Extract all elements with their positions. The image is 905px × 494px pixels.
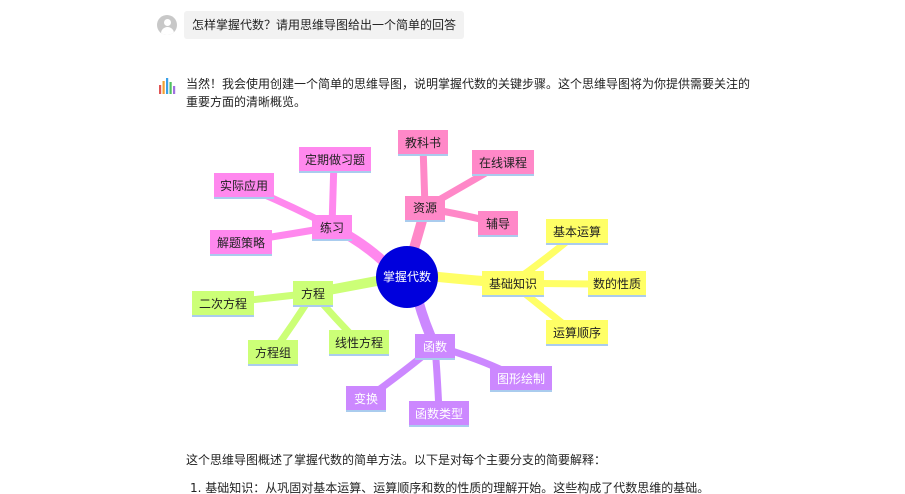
bot-logo-icon <box>159 78 176 94</box>
svg-text:二次方程: 二次方程 <box>199 296 247 311</box>
leaf-node-regular-exercise: 定期做习题 <box>299 147 371 173</box>
leaf-node-online-course: 在线课程 <box>472 150 534 176</box>
svg-text:方程组: 方程组 <box>255 345 291 360</box>
leaf-node-systems: 方程组 <box>248 340 298 366</box>
svg-text:辅导: 辅导 <box>486 217 510 231</box>
leaf-node-number-props: 数的性质 <box>588 271 646 297</box>
leaf-node-linear: 线性方程 <box>329 330 389 356</box>
svg-text:定期做习题: 定期做习题 <box>305 152 365 167</box>
svg-text:数的性质: 数的性质 <box>593 276 641 291</box>
center-node-label: 掌握代数 <box>383 269 431 284</box>
svg-text:实际应用: 实际应用 <box>220 178 268 193</box>
svg-text:基础知识: 基础知识 <box>489 277 537 291</box>
svg-text:函数类型: 函数类型 <box>415 406 463 421</box>
leaf-node-strategies: 解题策略 <box>210 230 272 256</box>
branch-node-functions: 函数 <box>415 334 455 360</box>
branch-node-equations: 方程 <box>293 281 333 307</box>
svg-text:方程: 方程 <box>301 286 325 301</box>
svg-text:基本运算: 基本运算 <box>553 224 601 239</box>
branch-node-resources: 资源 <box>405 196 445 222</box>
branch-node-practice: 练习 <box>312 215 352 241</box>
svg-text:变换: 变换 <box>354 391 378 406</box>
svg-text:练习: 练习 <box>320 220 344 235</box>
bot-summary-text: 这个思维导图概述了掌握代数的简单方法。以下是对每个主要分支的简要解释： <box>186 453 607 467</box>
bot-intro-text: 当然！我会使用创建一个简单的思维导图，说明掌握代数的关键步骤。这个思维导图将为你… <box>186 77 751 109</box>
leaf-node-basic-ops: 基本运算 <box>546 219 608 245</box>
svg-text:函数: 函数 <box>423 339 447 354</box>
leaf-node-order-ops: 运算顺序 <box>546 320 608 346</box>
user-avatar-icon <box>157 15 177 35</box>
list-item: 1. 基础知识：从巩固对基本运算、运算顺序和数的性质的理解开始。这些构成了代数思… <box>190 481 710 494</box>
svg-text:图形绘制: 图形绘制 <box>497 371 545 386</box>
leaf-node-function-types: 函数类型 <box>409 401 469 427</box>
svg-text:教科书: 教科书 <box>405 135 441 150</box>
leaf-node-transform: 变换 <box>346 386 386 412</box>
svg-text:资源: 资源 <box>413 201 437 215</box>
center-node: 掌握代数 <box>376 246 438 308</box>
svg-text:在线课程: 在线课程 <box>479 155 527 170</box>
leaf-node-quadratic: 二次方程 <box>192 291 254 317</box>
svg-text:线性方程: 线性方程 <box>335 335 383 350</box>
branch-node-basics: 基础知识 <box>482 271 544 297</box>
leaf-node-tutoring: 辅导 <box>478 211 518 237</box>
user-message-bubble: 怎样掌握代数？请用思维导图给出一个简单的回答 <box>184 11 465 39</box>
leaf-node-real-world: 实际应用 <box>214 173 274 199</box>
svg-text:解题策略: 解题策略 <box>217 235 265 250</box>
leaf-node-textbook: 教科书 <box>398 130 448 156</box>
leaf-node-graphing: 图形绘制 <box>490 366 552 392</box>
svg-text:运算顺序: 运算顺序 <box>553 325 601 340</box>
